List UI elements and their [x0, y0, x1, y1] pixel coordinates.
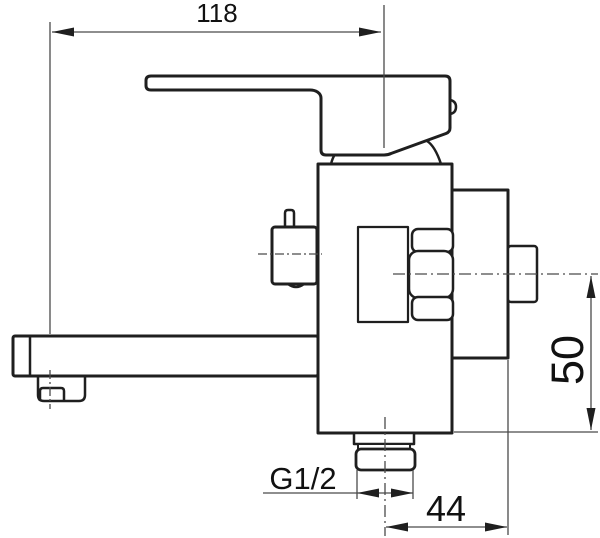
reference-lines-group: [49, 5, 598, 536]
spout-outline: [11, 334, 320, 378]
dimension-label-outlet-offset: 44: [426, 488, 466, 529]
arrowhead-118-right: [359, 27, 381, 37]
outlet-flange: [352, 431, 416, 446]
dimension-label-outlet-drop: 50: [542, 335, 593, 385]
cartridge-dome-right-curve: [426, 139, 443, 165]
arrowhead-50-top: [586, 276, 596, 298]
faucet-outline-group: [11, 74, 539, 472]
aerator-outline: [36, 376, 87, 403]
arrowhead-118-left: [52, 27, 74, 37]
diverter-knob-outline: [270, 225, 319, 286]
arrowhead-44-left: [386, 522, 408, 532]
arrowhead-g12-right: [391, 488, 413, 498]
hex-nut-bottom-facet: [410, 295, 455, 322]
aerator-notch: [38, 386, 66, 401]
dimension-label-thread-size: G1/2: [269, 461, 336, 496]
dimension-lines-group: [52, 27, 596, 532]
arrowhead-44-right: [485, 522, 507, 532]
arrowhead-g12-left: [357, 488, 379, 498]
dimension-label-spout-reach: 118: [196, 0, 237, 28]
arrowhead-50-bottom: [586, 408, 596, 430]
hex-nut-top-facet: [410, 227, 455, 254]
diverter-stem: [283, 208, 296, 227]
lever-handle-outline: [144, 74, 452, 157]
diverter-bottom-bump: [287, 282, 305, 289]
dimension-labels-group: 118 50 G1/2 44: [196, 0, 593, 529]
